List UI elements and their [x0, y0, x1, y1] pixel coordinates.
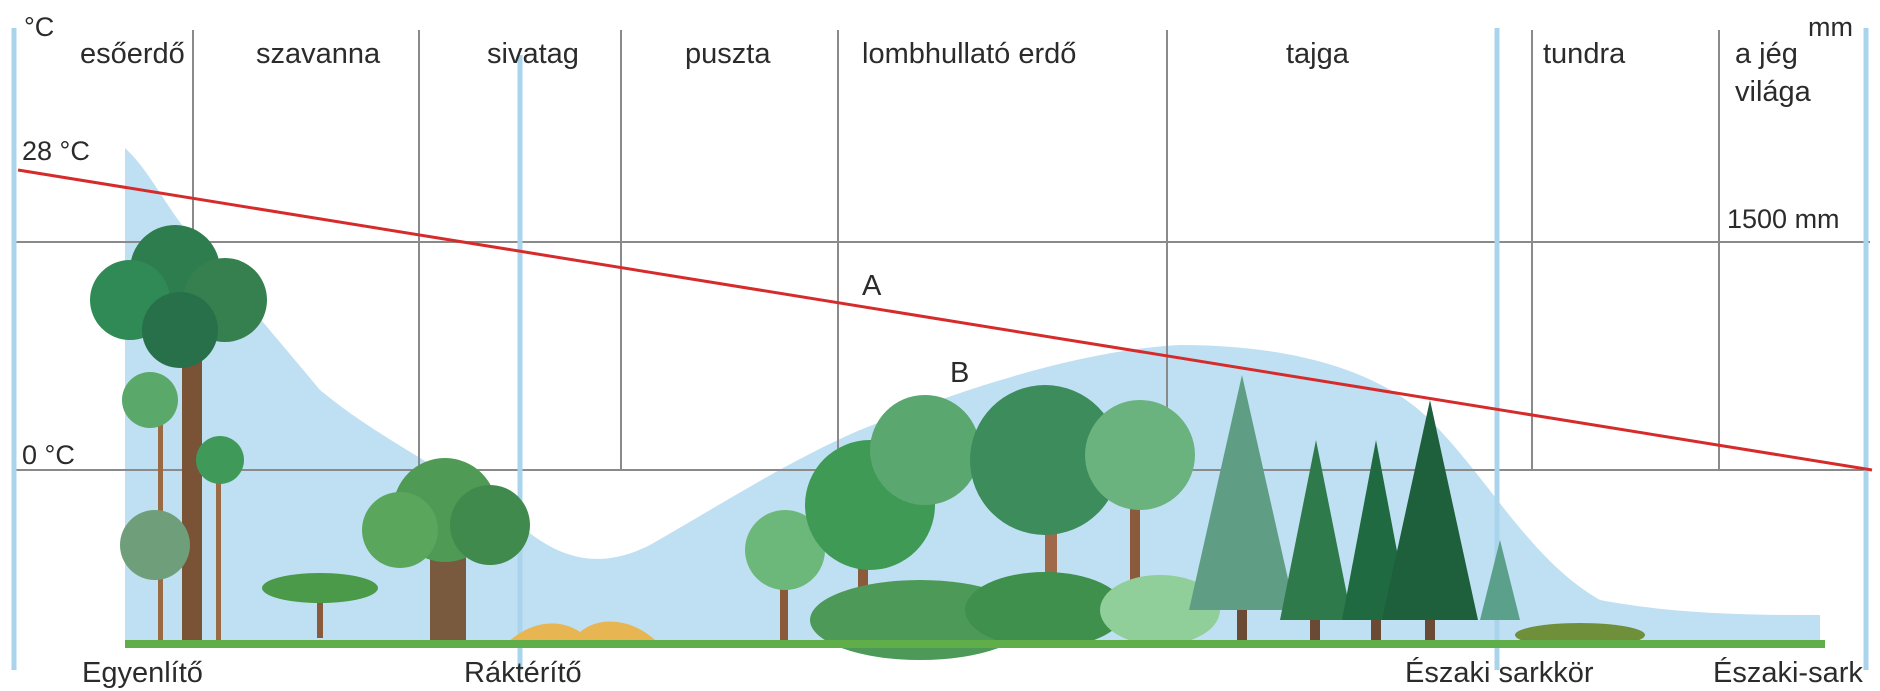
temperature-max-label: 28 °C — [22, 136, 90, 166]
zone-label-desert: sivatag — [487, 38, 579, 70]
temperature-curve-label: A — [862, 270, 882, 302]
precipitation-area — [125, 148, 1820, 648]
zone-label-tundra: tundra — [1543, 38, 1626, 70]
grid — [15, 30, 1870, 471]
zone-label-rainforest: esőerdő — [80, 38, 185, 70]
temperature-unit-label: °C — [24, 12, 54, 42]
zone-label-deciduous-forest: lombhullató erdő — [862, 38, 1076, 70]
zone-label-steppe: puszta — [685, 38, 771, 70]
latitude-label-equator: Egyenlítő — [82, 657, 203, 689]
precipitation-level-label: 1500 mm — [1727, 204, 1840, 234]
latitude-label-tropic: Ráktérítő — [464, 657, 582, 689]
vegetation-illustration — [90, 225, 1825, 660]
zone-label-ice-line-1: a jég — [1735, 38, 1798, 70]
precipitation-unit-label: mm — [1808, 12, 1853, 42]
zone-label-savanna: szavanna — [256, 38, 381, 70]
latitude-label-north-pole: Északi-sark — [1713, 656, 1863, 689]
latitude-label-arctic-circle: Északi sarkkör — [1405, 656, 1594, 689]
zone-label-taiga: tajga — [1286, 38, 1350, 70]
precipitation-curve-label: B — [950, 357, 969, 389]
zone-label-ice-line-2: világa — [1735, 76, 1812, 108]
temperature-zero-label: 0 °C — [22, 440, 75, 470]
temperature-line — [17, 168, 1873, 472]
